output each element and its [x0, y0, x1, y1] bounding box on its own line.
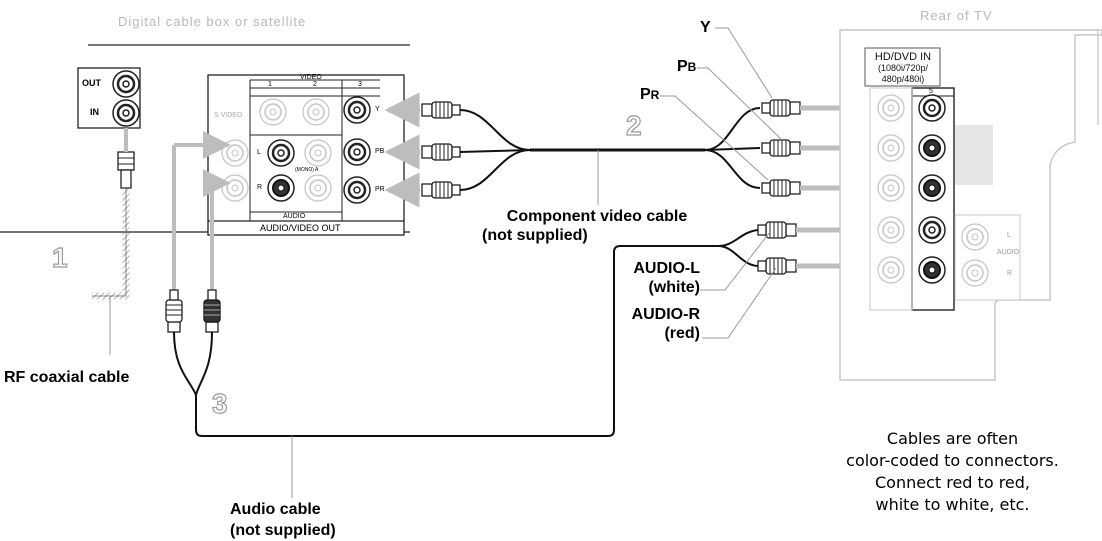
rf-cable-label: RF coaxial cable — [4, 369, 130, 386]
tv-caption: Rear of TV — [920, 8, 993, 23]
in-label: IN — [90, 107, 99, 117]
jack-pb-label: PB — [375, 148, 385, 155]
col-1-label: 1 — [268, 81, 272, 88]
cable-box-caption: Digital cable box or satellite — [118, 14, 307, 29]
video-label: VIDEO — [300, 74, 322, 81]
jack-pr-label: PR — [375, 186, 385, 193]
audio-r-label: AUDIO-R (red) — [631, 306, 700, 342]
mono-label: (MONO) A — [295, 167, 319, 173]
tv-side-r: R — [1007, 270, 1013, 277]
audio-cable-label: Audio cable (not supplied) — [230, 501, 336, 539]
tv-side-l: L — [1007, 232, 1011, 239]
tv-rear-panel — [839, 29, 1102, 381]
jack-r-label: R — [257, 184, 263, 191]
leader-lines — [660, 27, 783, 339]
col-3-label: 3 — [358, 81, 362, 88]
step-3: 3 — [211, 387, 228, 419]
tv-side-audio: AUDIO — [997, 249, 1020, 256]
color-code-note: Cables are often color-coded to connecto… — [846, 429, 1059, 514]
col-2-label: 2 — [313, 81, 317, 88]
label-pb: PB — [677, 58, 697, 75]
jack-l-label: L — [257, 149, 261, 156]
step-2: 2 — [625, 109, 642, 141]
label-y: Y — [700, 19, 711, 36]
rf-coaxial-cable — [92, 128, 135, 355]
audio-section-label: AUDIO — [283, 213, 306, 220]
label-pr: PR — [640, 86, 660, 103]
svideo-label: S VIDEO — [214, 112, 243, 119]
audio-l-label: AUDIO-L (white) — [633, 260, 700, 296]
cable-box — [0, 44, 410, 236]
tv-column-label: 5 — [929, 88, 933, 95]
out-label: OUT — [82, 78, 101, 88]
jack-y-label: Y — [375, 106, 380, 113]
component-cable-label: Component video cable (not supplied) — [482, 208, 688, 244]
tv-input-title: HD/DVD IN (1080i/720p/ 480p/480i) — [874, 51, 932, 85]
av-out-title: AUDIO/VIDEO OUT — [260, 223, 341, 233]
component-video-cable — [384, 90, 912, 208]
step-1: 1 — [51, 241, 68, 273]
